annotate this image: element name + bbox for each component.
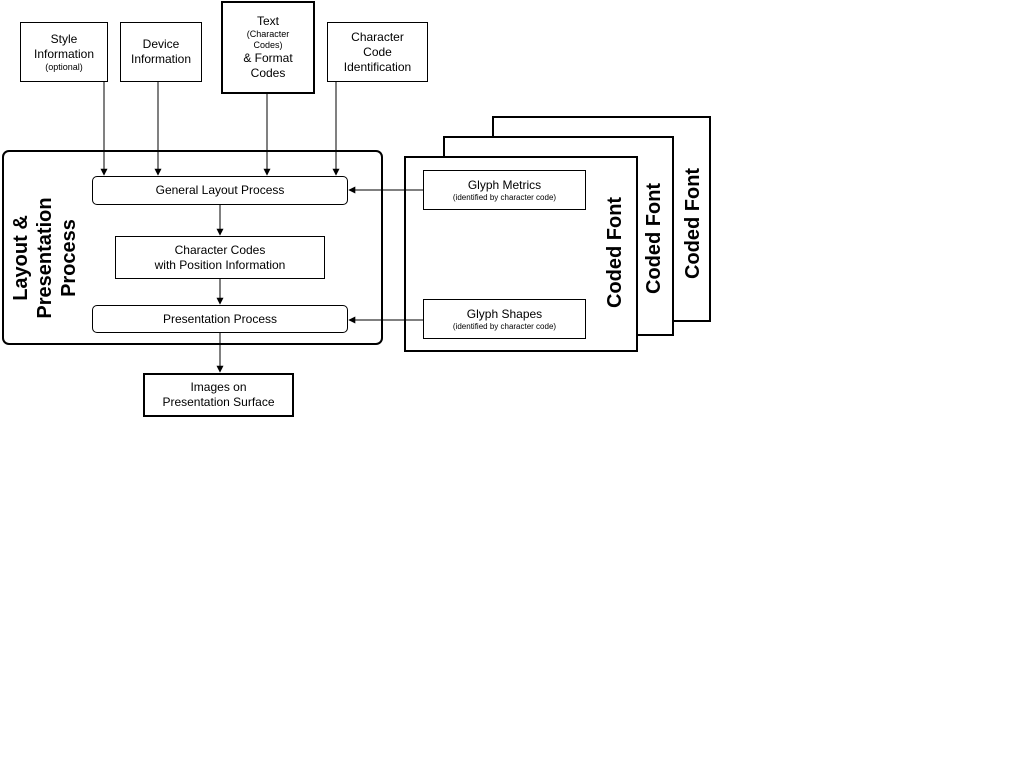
coded-font-label-middle: Coded Font bbox=[643, 182, 665, 294]
coded-font-label-front: Coded Font bbox=[604, 196, 626, 308]
character-code-identification-line2: Code bbox=[363, 44, 392, 59]
glyph-shapes-note: (identified by character code) bbox=[452, 321, 557, 331]
glyph-metrics-box: Glyph Metrics (identified by character c… bbox=[423, 170, 586, 210]
process-title-line3: Process bbox=[58, 219, 80, 297]
process-title-line1: Layout & bbox=[10, 215, 32, 301]
text-codes-line5: Codes bbox=[250, 66, 286, 80]
glyph-metrics-label: Glyph Metrics bbox=[467, 177, 542, 192]
character-codes-line1: Character Codes bbox=[174, 242, 266, 257]
character-code-identification-line3: Identification bbox=[343, 59, 412, 74]
text-codes-line3: Codes) bbox=[253, 40, 283, 50]
layout-presentation-process-title: Layout & Presentation Process bbox=[9, 193, 81, 323]
style-information-optional: (optional) bbox=[45, 61, 83, 72]
character-codes-position-box: Character Codes with Position Informatio… bbox=[115, 236, 325, 279]
style-information-line1: Style bbox=[50, 31, 78, 46]
process-title-line2: Presentation bbox=[34, 197, 56, 319]
images-output-line2: Presentation Surface bbox=[162, 395, 275, 409]
glyph-shapes-label: Glyph Shapes bbox=[466, 306, 543, 321]
device-information-box: Device Information bbox=[120, 22, 202, 82]
presentation-process-box: Presentation Process bbox=[92, 305, 348, 333]
images-on-presentation-surface-box: Images on Presentation Surface bbox=[143, 373, 294, 417]
general-layout-process-label: General Layout Process bbox=[155, 183, 285, 197]
glyph-metrics-note: (identified by character code) bbox=[452, 192, 557, 202]
images-output-line1: Images on bbox=[190, 380, 247, 394]
text-codes-line2: (Character bbox=[246, 29, 290, 39]
character-code-identification-box: Character Code Identification bbox=[327, 22, 428, 82]
style-information-line2: Information bbox=[33, 46, 95, 61]
device-information-line1: Device bbox=[142, 37, 180, 51]
glyph-shapes-box: Glyph Shapes (identified by character co… bbox=[423, 299, 586, 339]
character-code-identification-line1: Character bbox=[351, 29, 404, 44]
style-information-box: Style Information (optional) bbox=[20, 22, 108, 82]
general-layout-process-box: General Layout Process bbox=[92, 176, 348, 205]
text-codes-box: Text (Character Codes) & Format Codes bbox=[221, 1, 315, 94]
coded-font-label-back: Coded Font bbox=[682, 167, 704, 279]
text-codes-line1: Text bbox=[256, 14, 279, 28]
device-information-line2: Information bbox=[130, 52, 192, 66]
character-codes-line2: with Position Information bbox=[154, 257, 286, 272]
presentation-process-label: Presentation Process bbox=[162, 311, 278, 326]
text-codes-line4: & Format bbox=[243, 51, 293, 65]
